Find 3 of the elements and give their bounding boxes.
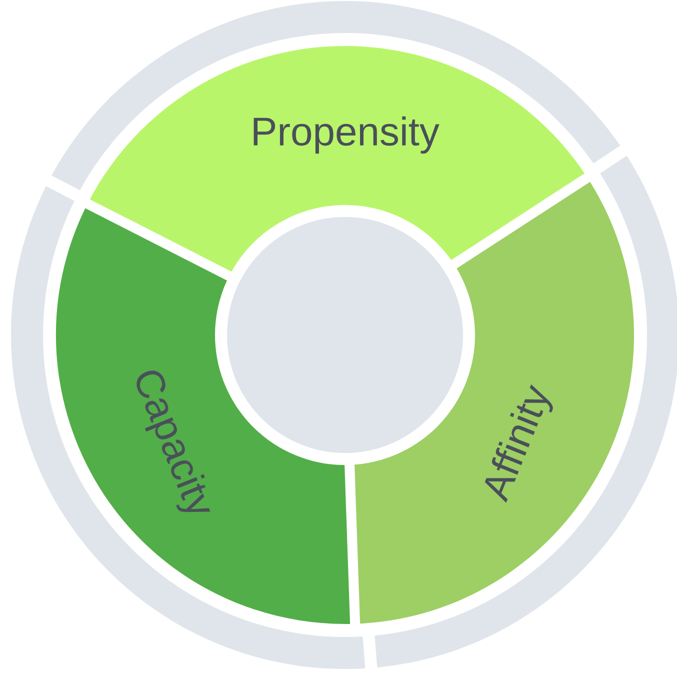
ring-segment: Propensity [90, 46, 585, 272]
center-circle [227, 217, 463, 453]
ring-segment: Affinity [354, 182, 634, 624]
